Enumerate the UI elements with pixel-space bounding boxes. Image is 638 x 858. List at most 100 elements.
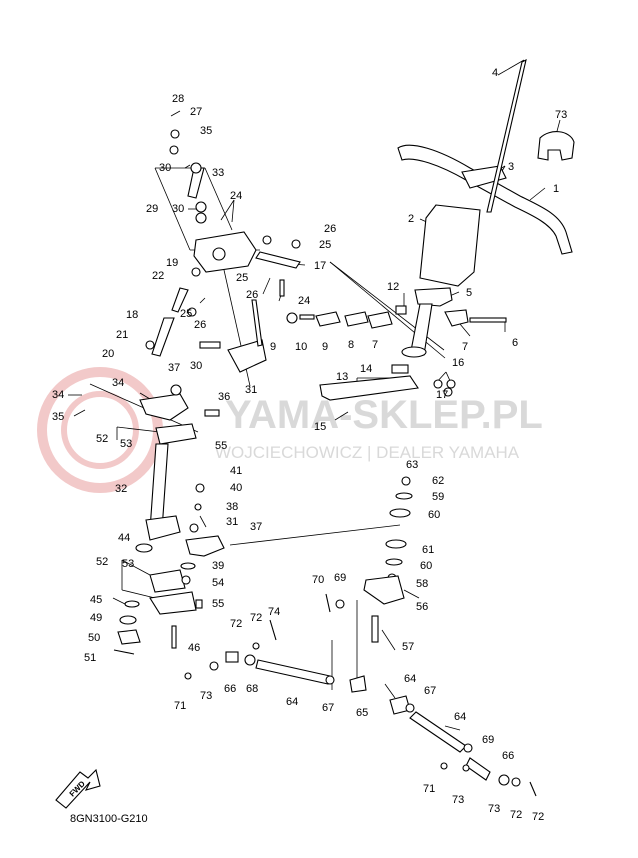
nut-50 bbox=[117, 629, 141, 645]
part-label: 66 bbox=[224, 683, 236, 695]
bolt-6 bbox=[469, 317, 507, 323]
part-label: 59 bbox=[432, 491, 444, 503]
part-label: 25 bbox=[236, 272, 248, 284]
part-label: 25 bbox=[319, 239, 331, 251]
part-label: 74 bbox=[268, 606, 280, 618]
part-label: 16 bbox=[452, 357, 464, 369]
part-label: 73 bbox=[452, 794, 464, 806]
arm-31 bbox=[227, 339, 267, 373]
part-label: 54 bbox=[212, 577, 224, 589]
part-label: 60 bbox=[428, 509, 440, 521]
part-label: 53 bbox=[120, 438, 132, 450]
part-label: 69 bbox=[334, 572, 346, 584]
bolt-24 bbox=[279, 279, 285, 297]
part-label: 55 bbox=[215, 440, 227, 452]
part-label: 64 bbox=[404, 673, 416, 685]
part-label: 66 bbox=[502, 750, 514, 762]
right-linkage bbox=[184, 476, 537, 797]
part-label: 9 bbox=[322, 341, 328, 353]
part-label: 67 bbox=[322, 702, 334, 714]
column-39-foot bbox=[145, 515, 181, 541]
watermark-dealer: WOJCIECHOWICZ | DEALER YAMAHA bbox=[215, 443, 520, 462]
part-label: 15 bbox=[314, 421, 326, 433]
part-label: 35 bbox=[200, 125, 212, 137]
watermark: YAMA-SKLEP.PL WOJCIECHOWICZ | DEALER YAM… bbox=[37, 367, 543, 493]
part-label: 30 bbox=[159, 162, 171, 174]
part-label: 50 bbox=[88, 632, 100, 644]
part-label: 4 bbox=[492, 67, 498, 79]
part-label: 32 bbox=[115, 483, 127, 495]
part-label: 49 bbox=[90, 612, 102, 624]
arm-53-lower bbox=[149, 569, 186, 593]
part-label: 69 bbox=[482, 734, 494, 746]
bolt-41 bbox=[204, 409, 220, 417]
part-label: 25 bbox=[180, 308, 192, 320]
bolt-36 bbox=[199, 341, 221, 349]
part-label: 37 bbox=[168, 362, 180, 374]
tie-rod-63-right bbox=[409, 711, 467, 753]
part-label: 36 bbox=[218, 391, 230, 403]
part-label: 73 bbox=[200, 690, 212, 702]
fwd-arrow-icon bbox=[55, 768, 101, 809]
part-label: 51 bbox=[84, 652, 96, 664]
steering-arm-15 bbox=[319, 375, 419, 401]
part-label: 19 bbox=[166, 257, 178, 269]
part-label: 57 bbox=[402, 641, 414, 653]
part-label: 13 bbox=[336, 371, 348, 383]
part-label: 30 bbox=[190, 360, 202, 372]
part-label: 14 bbox=[360, 363, 372, 375]
left-column-assembly bbox=[113, 384, 225, 655]
part-label: 64 bbox=[286, 696, 298, 708]
rod-23 bbox=[171, 287, 189, 313]
handlebar-group bbox=[286, 58, 575, 401]
part-label: 28 bbox=[172, 93, 184, 105]
bolt-46 bbox=[171, 625, 177, 649]
part-label: 5 bbox=[466, 287, 472, 299]
part-label: 72 bbox=[250, 612, 262, 624]
part-label: 63 bbox=[406, 459, 418, 471]
arm-40 bbox=[139, 393, 189, 421]
diagram-code: 8GN3100-G210 bbox=[70, 813, 148, 825]
part-label: 67 bbox=[424, 685, 436, 697]
part-label: 26 bbox=[194, 319, 206, 331]
part-label: 70 bbox=[312, 574, 324, 586]
part-label: 24 bbox=[298, 295, 310, 307]
part-label: 61 bbox=[422, 544, 434, 556]
part-label: 18 bbox=[126, 309, 138, 321]
part-label: 58 bbox=[416, 578, 428, 590]
link-9 bbox=[315, 311, 341, 327]
part-label: 9 bbox=[270, 341, 276, 353]
part-label: 72 bbox=[230, 618, 242, 630]
part-label: 6 bbox=[512, 337, 518, 349]
part-label: 22 bbox=[152, 270, 164, 282]
part-label: 52 bbox=[96, 556, 108, 568]
part-label: 17 bbox=[314, 260, 326, 272]
arm-52 bbox=[149, 591, 197, 615]
left-upper-linkage bbox=[145, 129, 301, 417]
part-label: 53 bbox=[122, 558, 134, 570]
part-label: 68 bbox=[246, 683, 258, 695]
bracket-74 bbox=[537, 131, 575, 161]
part-label: 1 bbox=[553, 183, 559, 195]
holder-7 bbox=[444, 309, 469, 327]
part-label: 60 bbox=[420, 560, 432, 572]
fwd-arrow: FWD bbox=[55, 768, 101, 809]
part-label: 72 bbox=[532, 811, 544, 823]
part-label: 10 bbox=[295, 341, 307, 353]
part-label: 12 bbox=[387, 281, 399, 293]
part-label: 31 bbox=[245, 384, 257, 396]
part-label: 2 bbox=[408, 213, 414, 225]
part-label: 29 bbox=[146, 203, 158, 215]
part-label: 46 bbox=[188, 642, 200, 654]
rod-19 bbox=[151, 317, 175, 357]
part-label: 73 bbox=[488, 803, 500, 815]
bolt-57 bbox=[371, 615, 379, 643]
part-label: 17 bbox=[436, 389, 448, 401]
part-label: 26 bbox=[246, 289, 258, 301]
part-label: 38 bbox=[226, 501, 238, 513]
part-label: 27 bbox=[190, 106, 202, 118]
part-label: 39 bbox=[212, 560, 224, 572]
part-label: 35 bbox=[52, 411, 64, 423]
arm-56 bbox=[363, 575, 405, 605]
